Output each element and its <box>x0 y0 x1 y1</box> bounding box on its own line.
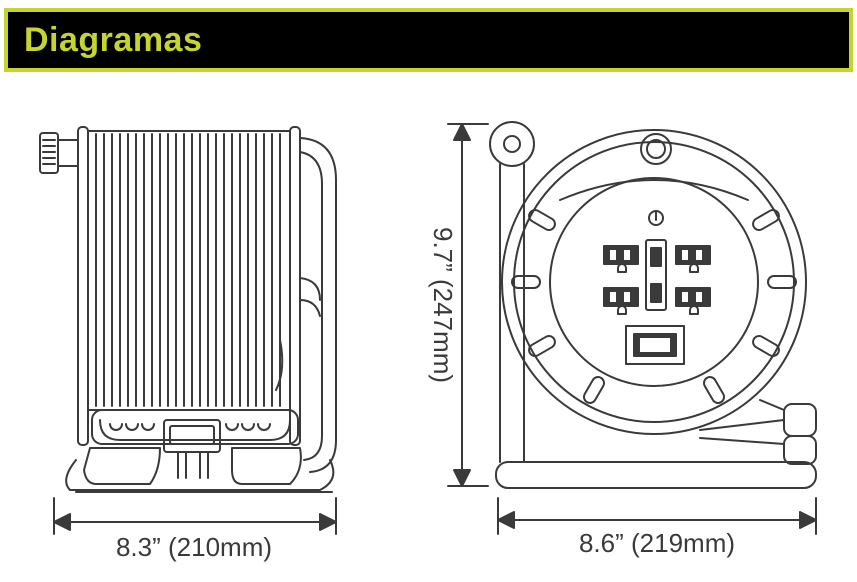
power-indicator-icon <box>648 210 664 226</box>
front-width-label: 8.6” (219mm) <box>579 528 735 558</box>
cord-reel-side-view <box>39 126 337 493</box>
outlet-icon <box>603 245 711 315</box>
dimension-arrow-icon <box>447 123 489 487</box>
header-banner: Diagramas <box>4 8 853 72</box>
cord-reel-front-view <box>447 121 817 489</box>
dimension-arrow-icon <box>497 497 817 535</box>
side-width-label: 8.3” (210mm) <box>116 532 272 562</box>
breaker-switch-icon <box>625 325 685 365</box>
front-height-label: 9.7” (247mm) <box>428 227 458 383</box>
dimension-arrow-icon <box>53 497 337 535</box>
page-title: Diagramas <box>24 21 203 59</box>
